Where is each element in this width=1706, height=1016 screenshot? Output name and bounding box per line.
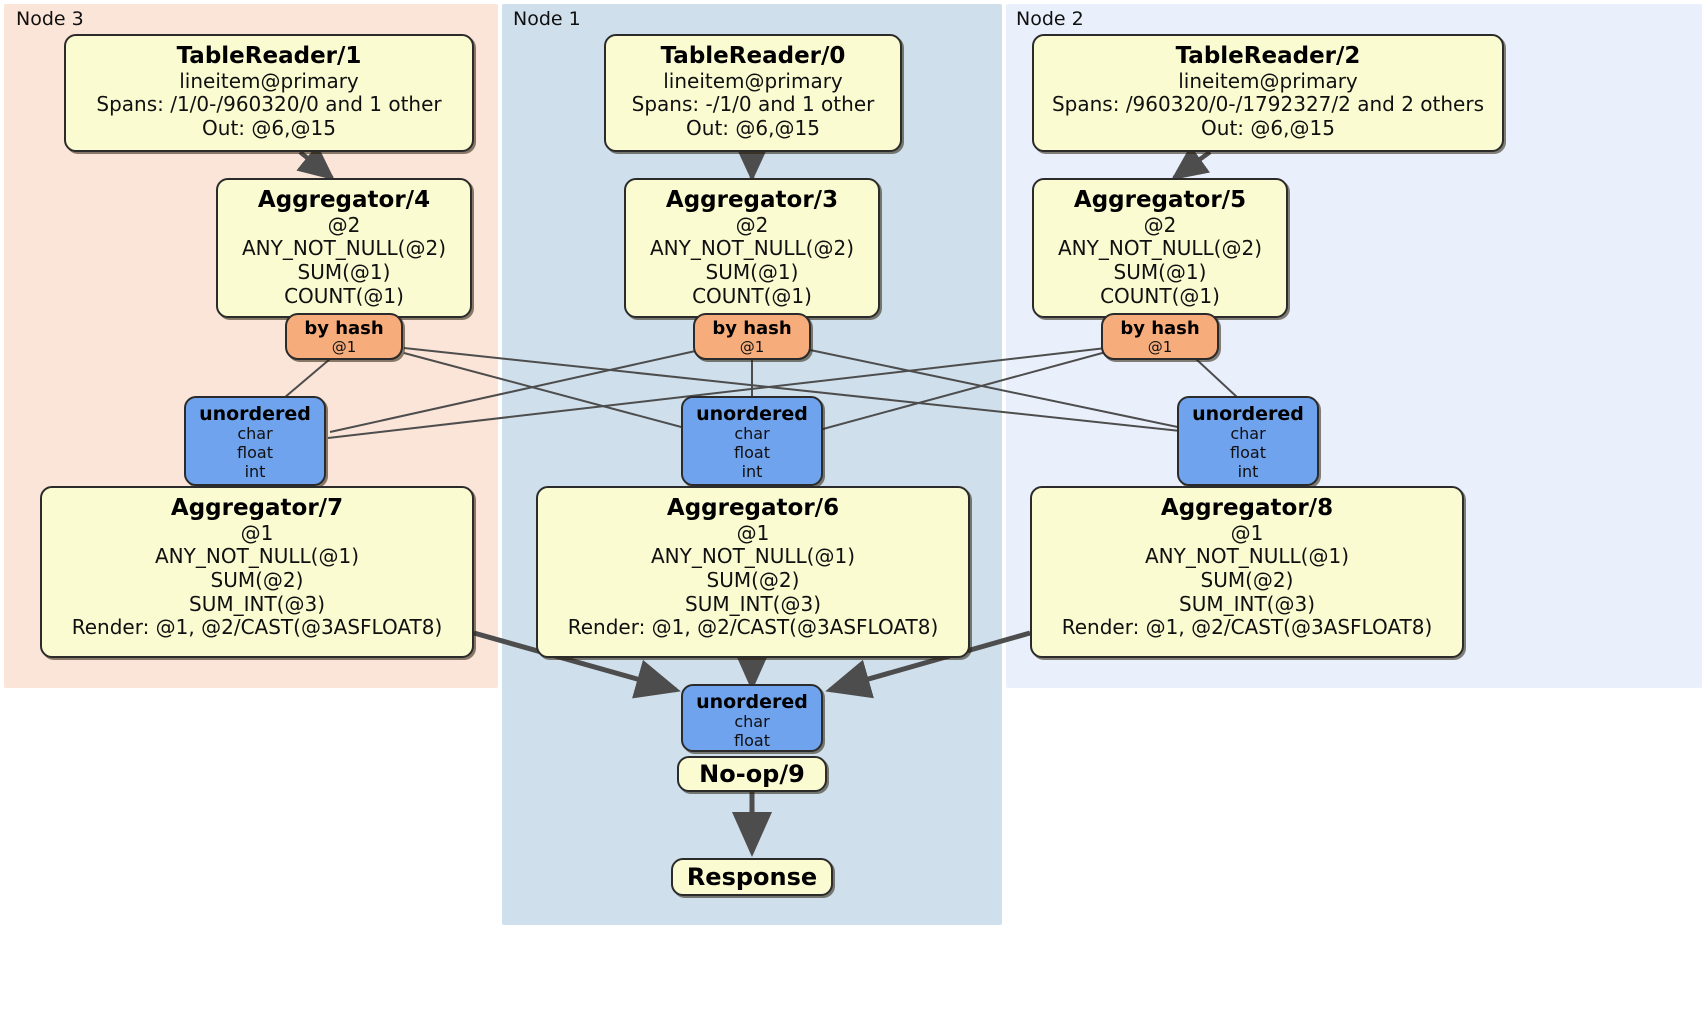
router-by-hash-right[interactable]: by hash @1: [1101, 313, 1219, 360]
node-line: SUM(@1): [705, 259, 799, 284]
node-line: @1: [240, 520, 274, 545]
node-line: lineitem@primary: [1178, 68, 1358, 93]
node-aggregator-3[interactable]: Aggregator/3 @2 ANY_NOT_NULL(@2) SUM(@1)…: [624, 178, 880, 318]
node-line: SUM(@2): [706, 567, 800, 592]
node-line: ANY_NOT_NULL(@1): [155, 544, 359, 569]
sync-line: int: [741, 462, 763, 482]
node-title: Aggregator/8: [1160, 495, 1334, 521]
router-line: @1: [1147, 338, 1173, 357]
node-title: Response: [686, 863, 818, 891]
sync-title: unordered: [1192, 403, 1304, 425]
node-line: @1: [736, 520, 770, 545]
node-line: Spans: -/1/0 and 1 other: [631, 92, 875, 117]
node-title: TableReader/1: [176, 43, 362, 69]
router-line: @1: [331, 338, 357, 357]
node-line: Out: @6,@15: [1201, 115, 1335, 140]
node-response[interactable]: Response: [671, 858, 833, 896]
sync-line: char: [734, 712, 770, 732]
cluster-label-node-3: Node 3: [16, 8, 84, 30]
router-title: by hash: [304, 318, 384, 339]
router-by-hash-left[interactable]: by hash @1: [285, 313, 403, 360]
router-by-hash-center[interactable]: by hash @1: [693, 313, 811, 360]
node-line: ANY_NOT_NULL(@2): [242, 236, 446, 261]
node-line: SUM(@2): [210, 567, 304, 592]
node-line: lineitem@primary: [663, 68, 843, 93]
node-line: Render: @1, @2/CAST(@3ASFLOAT8): [1061, 615, 1433, 640]
node-aggregator-7[interactable]: Aggregator/7 @1 ANY_NOT_NULL(@1) SUM(@2)…: [40, 486, 474, 658]
node-line: SUM(@1): [297, 259, 391, 284]
node-line: ANY_NOT_NULL(@2): [1058, 236, 1262, 261]
sync-unordered-final[interactable]: unordered char float: [681, 684, 823, 752]
node-table-reader-0[interactable]: TableReader/0 lineitem@primary Spans: -/…: [604, 34, 902, 152]
sync-line: char: [237, 424, 273, 444]
node-line: @2: [327, 212, 361, 237]
node-title: Aggregator/3: [665, 187, 839, 213]
node-line: SUM(@1): [1113, 259, 1207, 284]
node-line: ANY_NOT_NULL(@2): [650, 236, 854, 261]
sync-line: float: [237, 443, 273, 463]
cluster-label-node-1: Node 1: [513, 8, 581, 30]
node-line: Out: @6,@15: [202, 115, 336, 140]
router-title: by hash: [1120, 318, 1200, 339]
sync-title: unordered: [696, 691, 808, 713]
node-table-reader-1[interactable]: TableReader/1 lineitem@primary Spans: /1…: [64, 34, 474, 152]
node-line: SUM(@2): [1200, 567, 1294, 592]
node-line: Render: @1, @2/CAST(@3ASFLOAT8): [71, 615, 443, 640]
sync-line: char: [734, 424, 770, 444]
node-line: @2: [735, 212, 769, 237]
node-line: Spans: /1/0-/960320/0 and 1 other: [96, 92, 442, 117]
node-title: TableReader/0: [660, 43, 846, 69]
node-line: Spans: /960320/0-/1792327/2 and 2 others: [1051, 92, 1484, 117]
node-line: SUM_INT(@3): [685, 591, 821, 616]
node-title: Aggregator/6: [666, 495, 840, 521]
node-title: Aggregator/5: [1073, 187, 1247, 213]
node-line: @1: [1230, 520, 1264, 545]
node-title: No-op/9: [699, 760, 805, 788]
sync-unordered-right[interactable]: unordered char float int: [1177, 396, 1319, 486]
sync-line: float: [734, 443, 770, 463]
node-line: COUNT(@1): [692, 283, 812, 308]
sync-title: unordered: [199, 403, 311, 425]
sync-title: unordered: [696, 403, 808, 425]
node-line: Render: @1, @2/CAST(@3ASFLOAT8): [567, 615, 939, 640]
node-no-op-9[interactable]: No-op/9: [677, 756, 827, 792]
router-title: by hash: [712, 318, 792, 339]
node-table-reader-2[interactable]: TableReader/2 lineitem@primary Spans: /9…: [1032, 34, 1504, 152]
sync-unordered-center[interactable]: unordered char float int: [681, 396, 823, 486]
node-title: TableReader/2: [1175, 43, 1361, 69]
sync-line: char: [1230, 424, 1266, 444]
router-line: @1: [739, 338, 765, 357]
cluster-label-node-2: Node 2: [1016, 8, 1084, 30]
node-line: ANY_NOT_NULL(@1): [1145, 544, 1349, 569]
node-aggregator-8[interactable]: Aggregator/8 @1 ANY_NOT_NULL(@1) SUM(@2)…: [1030, 486, 1464, 658]
node-line: COUNT(@1): [284, 283, 404, 308]
node-aggregator-6[interactable]: Aggregator/6 @1 ANY_NOT_NULL(@1) SUM(@2)…: [536, 486, 970, 658]
node-title: Aggregator/4: [257, 187, 431, 213]
node-line: SUM_INT(@3): [1179, 591, 1315, 616]
sync-unordered-left[interactable]: unordered char float int: [184, 396, 326, 486]
node-aggregator-4[interactable]: Aggregator/4 @2 ANY_NOT_NULL(@2) SUM(@1)…: [216, 178, 472, 318]
node-aggregator-5[interactable]: Aggregator/5 @2 ANY_NOT_NULL(@2) SUM(@1)…: [1032, 178, 1288, 318]
node-title: Aggregator/7: [170, 495, 344, 521]
sync-line: int: [244, 462, 266, 482]
sync-line: float: [734, 731, 770, 751]
sync-line: float: [1230, 443, 1266, 463]
node-line: SUM_INT(@3): [189, 591, 325, 616]
node-line: lineitem@primary: [179, 68, 359, 93]
node-line: Out: @6,@15: [686, 115, 820, 140]
node-line: ANY_NOT_NULL(@1): [651, 544, 855, 569]
node-line: @2: [1143, 212, 1177, 237]
sync-line: int: [1237, 462, 1259, 482]
node-line: COUNT(@1): [1100, 283, 1220, 308]
